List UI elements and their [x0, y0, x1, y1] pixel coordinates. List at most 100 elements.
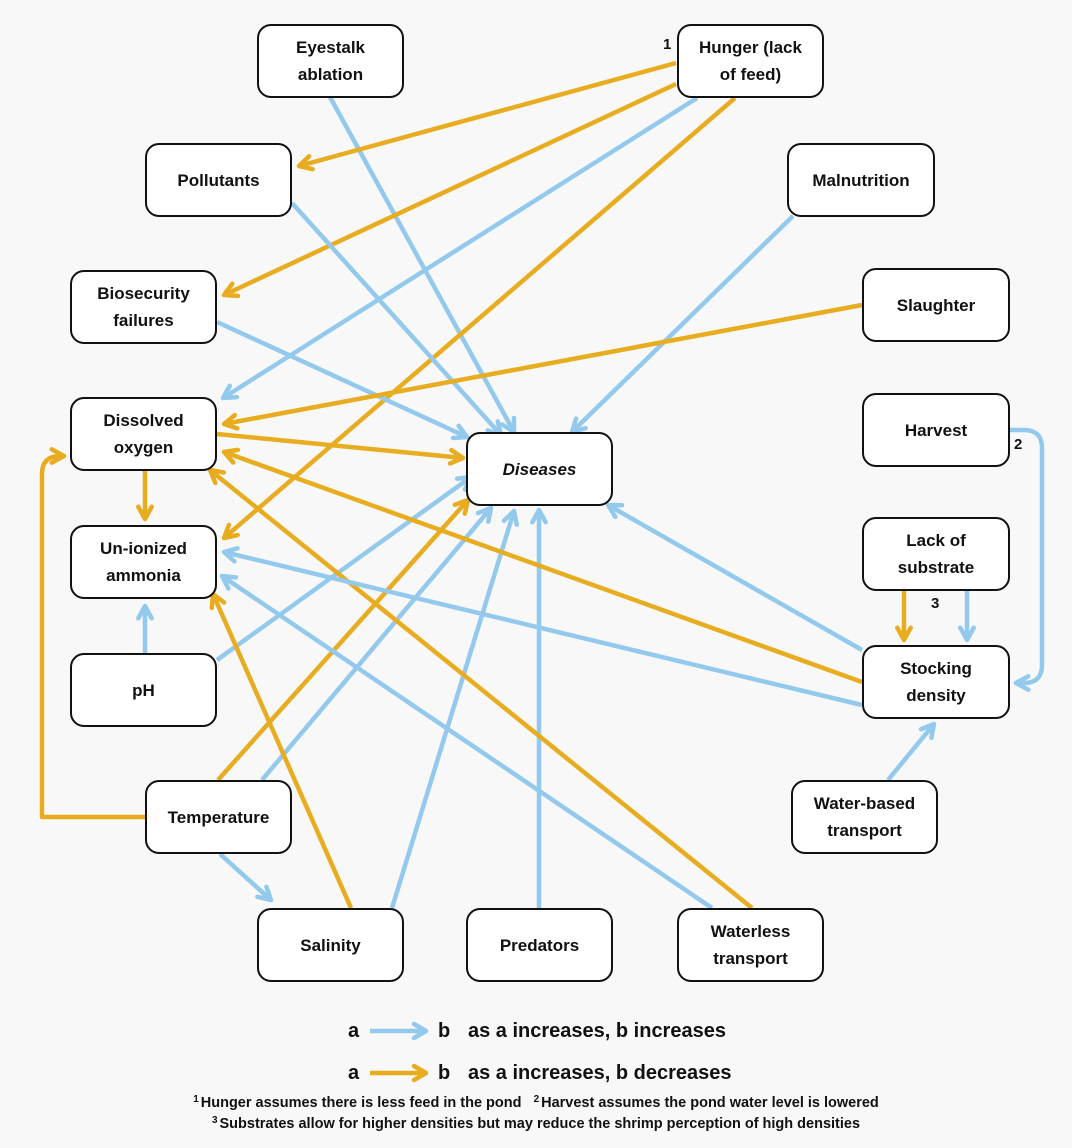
node-slaughter: Slaughter	[862, 268, 1010, 342]
legend-increases: a b as a increases, b increases	[348, 1016, 726, 1046]
edge-line	[260, 506, 493, 782]
edge-stocking-to-diseases	[605, 502, 864, 652]
edge-arrowhead	[221, 447, 241, 465]
edge-arrowhead	[49, 447, 67, 465]
edge-ph-to-ammonia	[136, 603, 154, 653]
footnote-1-mark: 1	[193, 1094, 199, 1105]
edge-temperature-to-diseases	[260, 505, 494, 782]
node-salinity: Salinity	[257, 908, 404, 982]
edge-waterless-to-ammonia	[219, 573, 714, 910]
legend-increases-text: as a increases, b increases	[468, 1019, 726, 1042]
legend-blue-arrow	[370, 1021, 429, 1041]
edge-arrowhead	[530, 507, 548, 525]
edge-arrowhead	[221, 546, 240, 564]
edge-line	[886, 722, 936, 782]
edge-substrate-to-stocking	[895, 591, 913, 643]
edge-arrowhead	[501, 508, 520, 527]
node-label: pH	[132, 680, 155, 700]
edge-arrowhead	[450, 423, 470, 441]
edge-line	[220, 574, 714, 910]
legend-b-label: b	[438, 1061, 451, 1084]
legend-decreases-text: as a increases, b decreases	[468, 1061, 732, 1084]
edge-line	[223, 549, 863, 708]
edge-arrowhead	[475, 505, 494, 524]
edge-arrowhead	[220, 383, 240, 401]
footnote-3-mark: 3	[211, 1115, 218, 1126]
legend-b-label: b	[438, 1019, 451, 1042]
node-harvest: Harvest	[862, 393, 1010, 467]
edge-line	[290, 201, 503, 437]
edge-line	[298, 60, 677, 169]
footnote-2-mark: 2	[533, 1094, 540, 1105]
footnote-mark-1: 1	[663, 36, 672, 53]
edge-waterless-to-oxygen	[207, 467, 754, 910]
edge-line	[216, 319, 468, 440]
legend-a-label: a	[348, 1019, 360, 1042]
edge-salinity-to-ammonia	[209, 591, 354, 909]
edge-line	[389, 510, 517, 909]
node-temperature: Temperature	[145, 780, 292, 854]
node-label: Slaughter	[896, 295, 976, 315]
edge-hunger-to-oxygen	[220, 96, 699, 401]
edge-substrate-to-stocking	[958, 591, 976, 643]
edge-line	[570, 214, 795, 434]
edge-line	[221, 96, 699, 400]
edge-temperature-to-salinity	[218, 852, 274, 903]
legend-orange-arrow	[370, 1063, 429, 1083]
edge-arrowhead	[136, 603, 154, 621]
legend-decreases: a b as a increases, b decreases	[348, 1058, 732, 1088]
edge-biosecurity-to-diseases	[216, 319, 470, 441]
edge-line	[218, 852, 273, 902]
edge-arrowhead	[221, 281, 241, 299]
node-label: Harvest	[904, 420, 968, 440]
edge-predators-to-diseases	[530, 507, 548, 908]
footnote-mark-3: 3	[931, 595, 940, 612]
edge-line	[223, 81, 677, 298]
edge-stocking-to-oxygen	[221, 447, 863, 685]
edge-arrowhead	[221, 412, 240, 431]
edge-hunger-to-pollutants	[296, 60, 677, 172]
edge-temperature-to-oxygen	[39, 447, 145, 820]
edge-line	[216, 498, 470, 782]
edge-hunger-to-biosecurity	[221, 81, 677, 299]
footnote-mark-2: 2	[1014, 436, 1023, 453]
edge-pollutants-to-diseases	[290, 201, 504, 438]
edge-line	[222, 96, 737, 540]
node-label: Predators	[499, 935, 580, 955]
edge-line	[208, 468, 754, 910]
node-diseases: Diseases	[466, 432, 613, 506]
edge-line	[216, 431, 464, 461]
edge-arrowhead	[1013, 674, 1031, 692]
edge-eyestalk-to-diseases	[328, 95, 517, 435]
node-ph: pH	[70, 653, 217, 727]
edge-oxygen-to-diseases	[216, 431, 466, 466]
node-malnutrition: Malnutrition	[787, 143, 935, 217]
edge-arrowhead	[221, 522, 240, 541]
edge-line	[223, 302, 863, 427]
edge-line	[39, 453, 145, 820]
edge-arrowhead	[447, 447, 466, 466]
edge-arrowhead	[895, 625, 913, 643]
edge-hunger-to-ammonia	[221, 96, 737, 541]
edge-line	[223, 449, 863, 685]
edge-line	[328, 95, 516, 434]
footnote-1-text: Hunger assumes there is less feed in the…	[200, 1095, 522, 1111]
edge-arrowhead	[296, 154, 315, 172]
edge-harvest-to-stocking	[1010, 427, 1045, 692]
node-label: Diseases	[502, 459, 577, 479]
